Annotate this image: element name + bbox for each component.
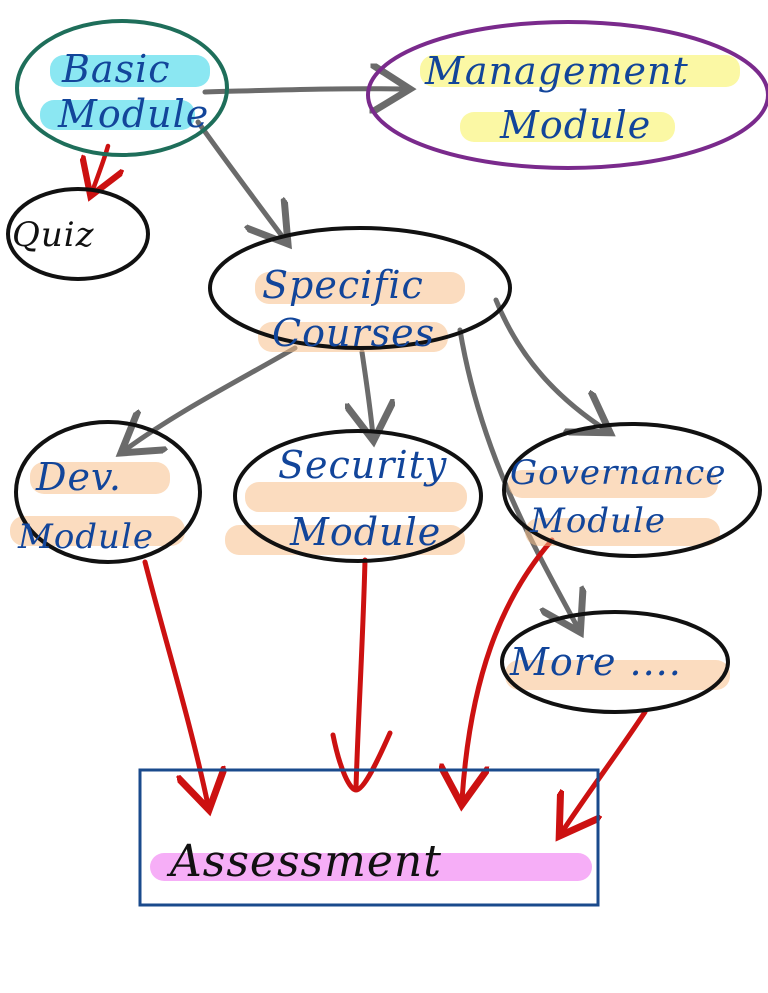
basic-highlight-1 — [50, 55, 210, 87]
edge-basic-to-specific — [195, 119, 285, 240]
management-highlight-1 — [420, 55, 740, 87]
edge-security-to-assessment-arrowhead — [330, 730, 393, 793]
basic-outline — [15, 19, 229, 157]
specific-label-line1: Specific — [262, 263, 424, 307]
edge-more-to-assessment — [562, 709, 648, 832]
governance-label-line1: Governance — [510, 453, 726, 493]
governance-label-line2: Module — [529, 501, 666, 541]
edge-basic-to-quiz — [92, 143, 108, 192]
management-label-line2: Module — [499, 103, 651, 147]
node-governance-module: Governance Module — [502, 422, 762, 558]
node-security-module: Security Module — [225, 429, 483, 563]
security-label-line2: Module — [289, 510, 441, 554]
basic-highlight-2 — [40, 100, 195, 130]
assessment-box — [138, 768, 600, 907]
basic-label-line2: Module — [57, 92, 209, 136]
edges — [92, 89, 648, 832]
edge-basic-to-management — [202, 89, 405, 92]
quiz-label: Quiz — [12, 215, 95, 255]
specific-label-line2: Courses — [272, 311, 435, 355]
node-specific-courses: Specific Courses — [208, 226, 512, 355]
more-highlight — [505, 660, 730, 690]
edge-specific-to-dev — [125, 345, 298, 450]
edge-governance-to-assessment — [462, 537, 555, 800]
node-quiz: Quiz — [6, 187, 150, 281]
node-assessment: Assessment — [138, 768, 600, 907]
assessment-label: Assessment — [166, 836, 442, 887]
dev-label-line2: Module — [17, 517, 154, 557]
governance-outline — [502, 422, 762, 558]
dev-highlight-2 — [10, 516, 185, 546]
edge-dev-to-assessment — [142, 559, 208, 805]
specific-outline — [208, 226, 512, 350]
management-outline — [366, 20, 768, 170]
governance-highlight-1 — [508, 470, 718, 498]
assessment-highlight — [150, 853, 592, 881]
dev-highlight-1 — [30, 462, 170, 494]
management-label-line1: Management — [424, 49, 689, 93]
specific-highlight-1 — [255, 272, 465, 304]
dev-outline — [14, 420, 202, 564]
quiz-outline — [6, 187, 150, 281]
dev-label-line1: Dev. — [35, 455, 122, 499]
edge-specific-to-security — [362, 349, 373, 436]
management-highlight-2 — [460, 112, 675, 142]
governance-highlight-2 — [525, 518, 720, 546]
node-basic-module: Basic Module — [15, 19, 229, 157]
node-management-module: Management Module — [366, 20, 768, 170]
more-outline — [500, 610, 730, 714]
security-outline — [233, 429, 483, 563]
security-label-line1: Security — [278, 443, 447, 487]
edge-specific-to-more — [457, 327, 578, 628]
more-label: More .... — [509, 640, 682, 684]
edge-specific-to-governance — [493, 297, 606, 430]
basic-label-line1: Basic — [61, 47, 171, 91]
security-highlight-1 — [245, 482, 467, 512]
edge-security-to-assessment — [353, 557, 368, 791]
node-more: More .... — [500, 610, 730, 714]
node-dev-module: Dev. Module — [10, 420, 202, 564]
